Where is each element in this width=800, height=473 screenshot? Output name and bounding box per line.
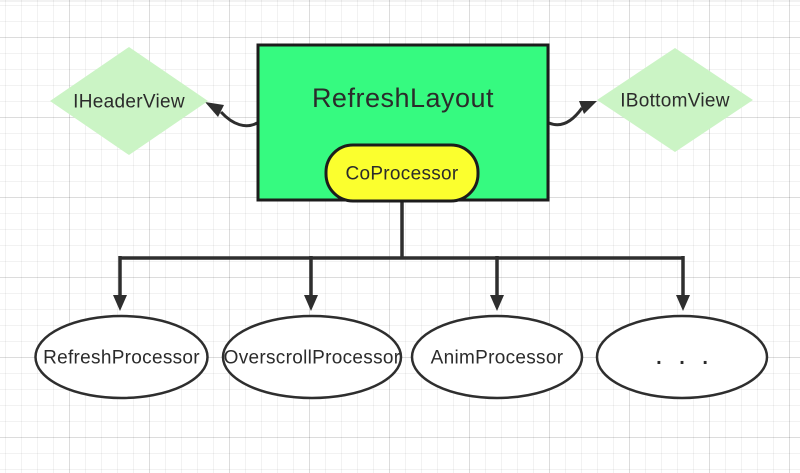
down-arrowhead-4-icon	[676, 295, 690, 311]
node-animprocessor[interactable]: AnimProcessor	[410, 314, 584, 400]
ibottomview-label: IBottomView	[620, 91, 730, 112]
coprocessor-label: CoProcessor	[345, 164, 458, 185]
connector-to-bottomview	[548, 101, 597, 127]
connector-to-headerview	[205, 102, 258, 128]
more-processors-label: . . .	[656, 347, 714, 369]
connector-to-headerview-line	[219, 110, 258, 128]
right-arrowhead-icon	[579, 101, 597, 114]
node-ibottomview[interactable]: IBottomView	[597, 48, 753, 152]
down-arrowhead-1-icon	[113, 295, 127, 311]
overscrollprocessor-label: OverscrollProcessor	[224, 348, 401, 369]
down-arrowhead-2-icon	[304, 295, 318, 311]
more-processors-ellipse-shape[interactable]	[595, 314, 769, 400]
connector-to-bottomview-line	[548, 107, 584, 127]
animprocessor-label: AnimProcessor	[431, 348, 564, 369]
coprocessor-pill-shape[interactable]	[324, 143, 480, 203]
connector-tree-lines	[118, 201, 685, 296]
refreshlayout-label: RefreshLayout	[312, 83, 494, 113]
node-iheaderview[interactable]: IHeaderView	[50, 47, 208, 155]
connector-tree	[113, 201, 690, 311]
refreshprocessor-ellipse-shape[interactable]	[34, 314, 209, 400]
node-refreshprocessor[interactable]: RefreshProcessor	[34, 314, 209, 400]
animprocessor-ellipse-shape[interactable]	[410, 314, 584, 400]
overscrollprocessor-ellipse-shape[interactable]	[221, 314, 403, 400]
iheaderview-diamond-shape[interactable]	[50, 47, 208, 155]
node-coprocessor[interactable]: CoProcessor	[324, 143, 480, 203]
node-overscrollprocessor[interactable]: OverscrollProcessor	[221, 314, 403, 400]
node-more-processors[interactable]: . . .	[595, 314, 769, 400]
iheaderview-label: IHeaderView	[73, 92, 185, 113]
ibottomview-diamond-shape[interactable]	[597, 48, 753, 152]
down-arrowhead-3-icon	[490, 295, 504, 311]
refreshprocessor-label: RefreshProcessor	[43, 348, 200, 369]
left-arrowhead-icon	[205, 102, 224, 117]
